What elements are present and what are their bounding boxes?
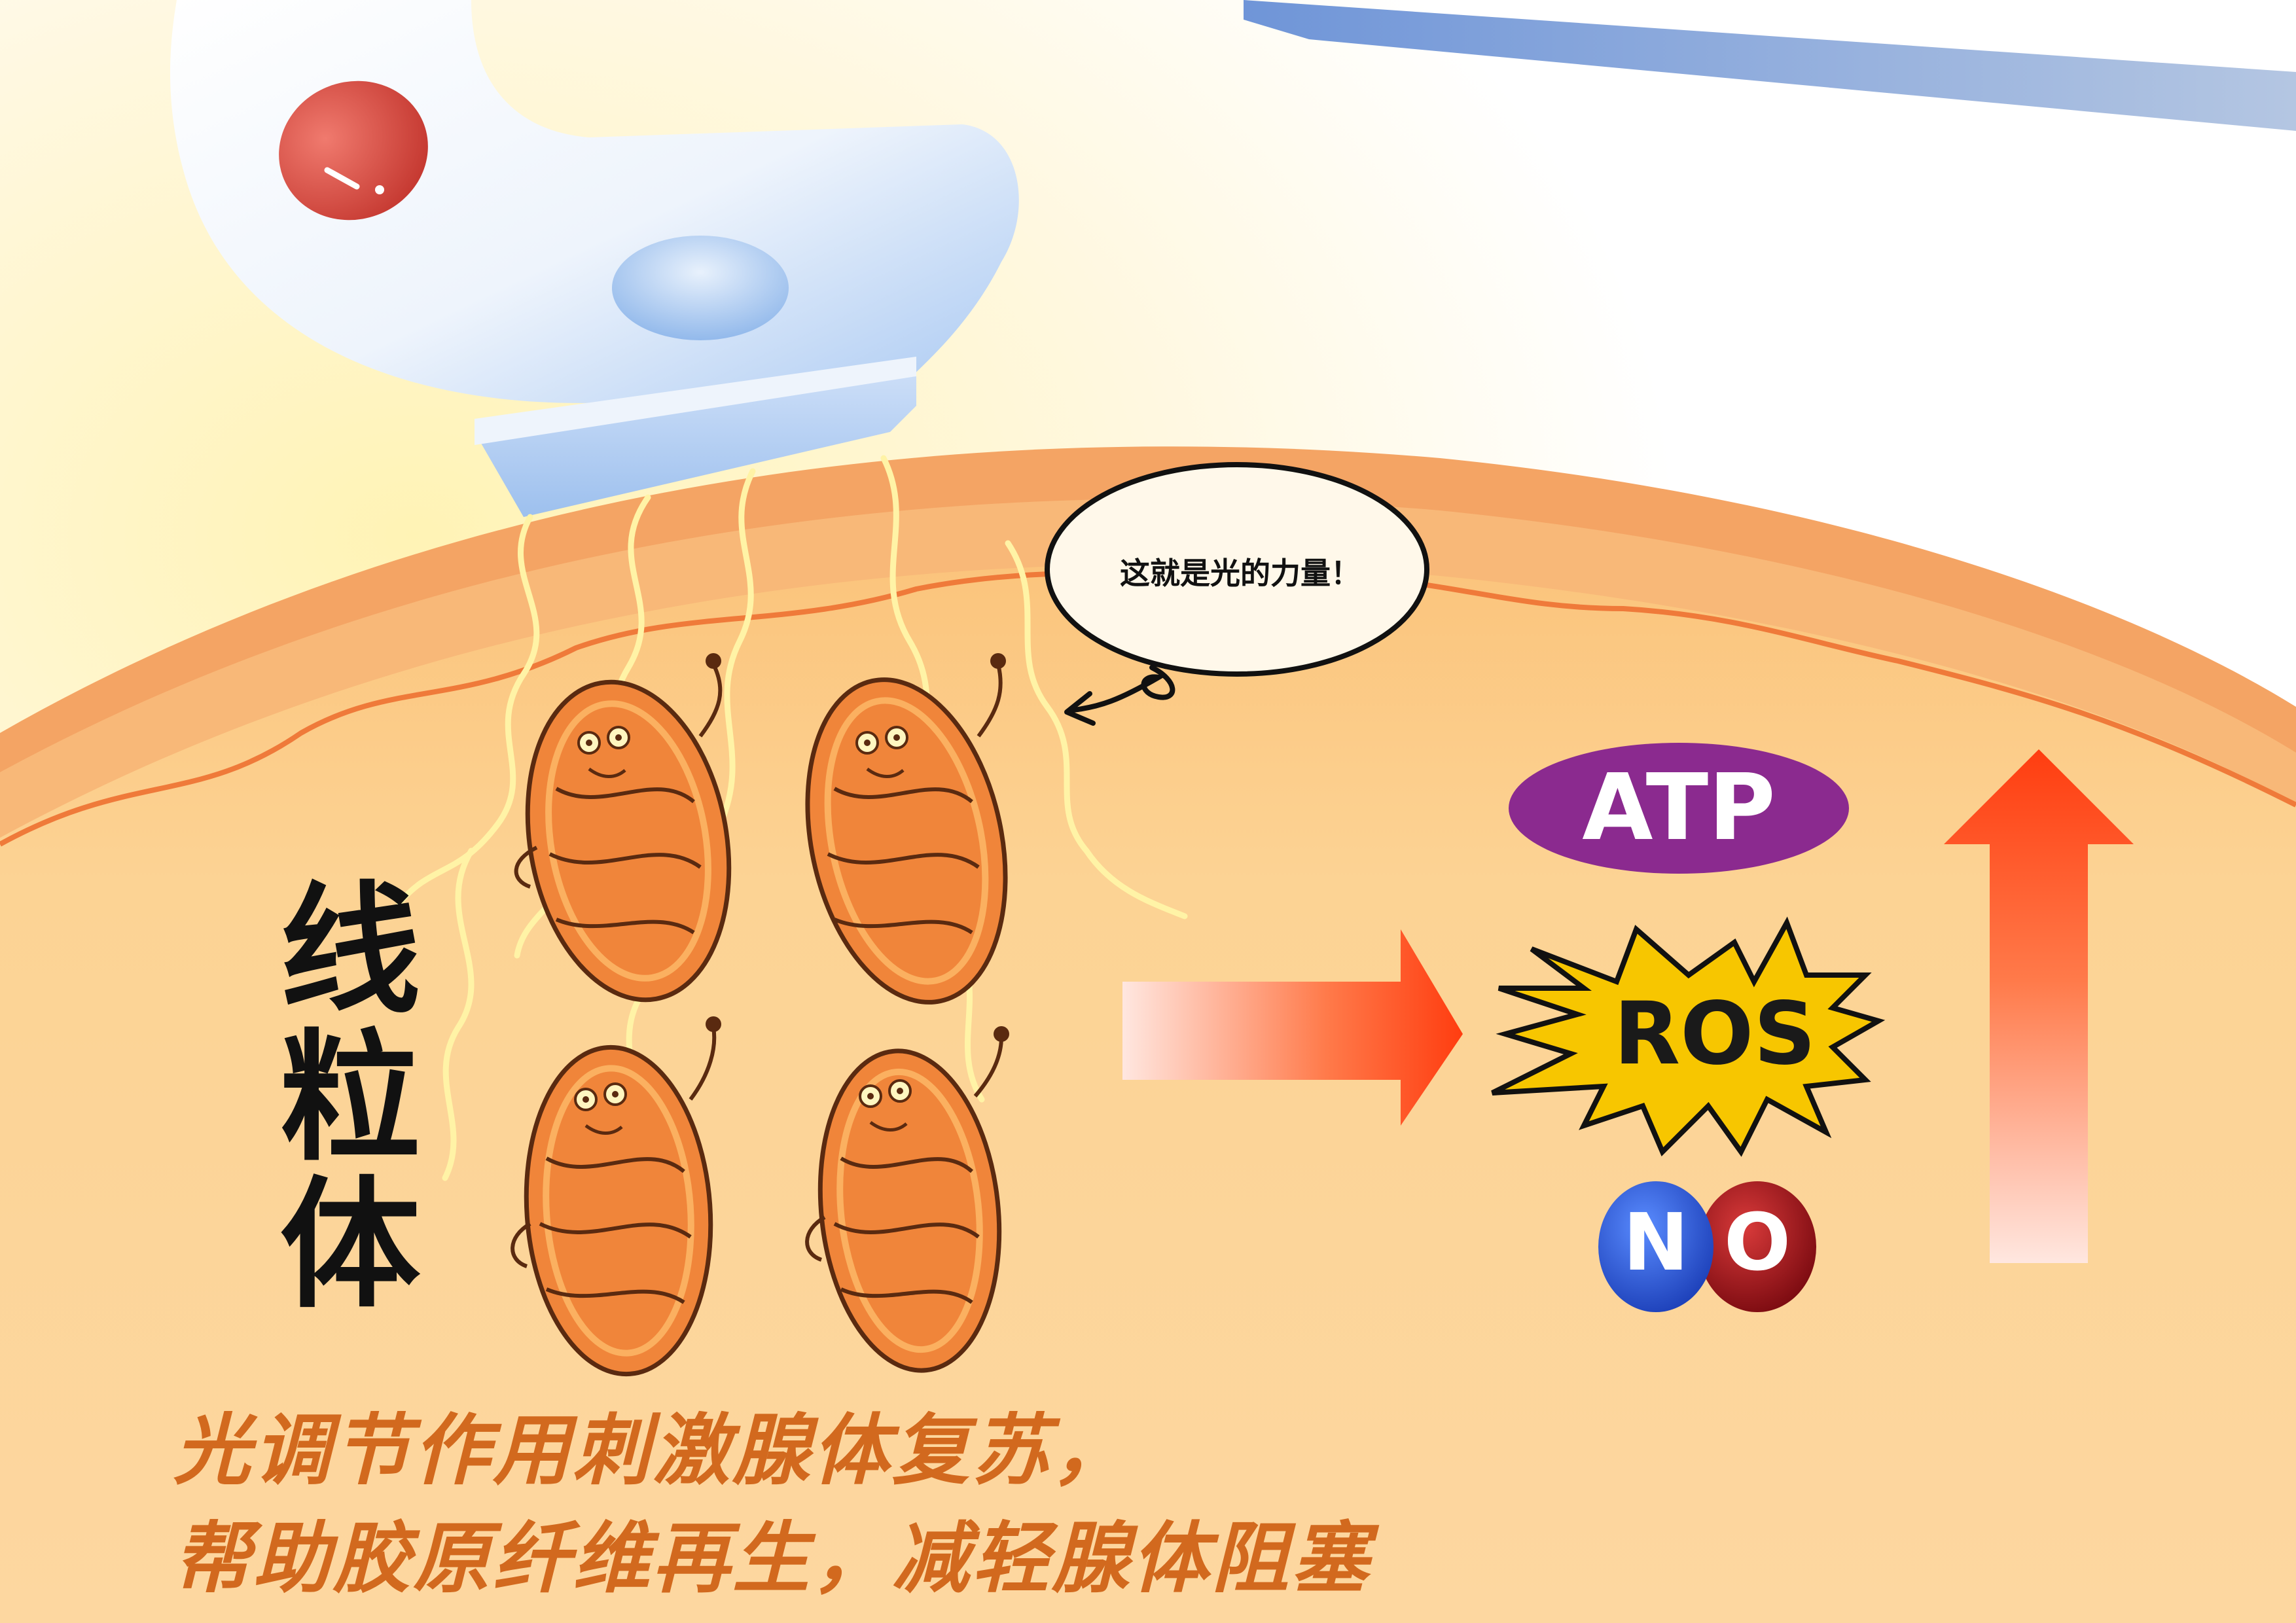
button-highlight [324,167,360,190]
mito-char-1: 线 [279,868,421,1033]
ros-starburst [1491,916,1886,1157]
device-handle [1244,0,2296,131]
oxygen-atom [1698,1181,1816,1312]
no-molecule [1598,1181,1816,1312]
nitrogen-atom [1598,1181,1713,1312]
right-arrow [1122,929,1463,1126]
ros-label: ROS [1613,984,1816,1084]
device-red-button [279,80,428,221]
mitochondrion-4 [805,1026,1009,1373]
atp-ellipse [1509,743,1849,874]
speech-bubble-text: 这就是光的力量！ [1120,556,1361,591]
device-head-top [475,357,916,445]
up-arrow [1944,749,2134,1263]
caption-line-2: 帮助胶原纤维再生，减轻腺体阻塞 [173,1513,1372,1603]
mito-char-2: 粒 [279,1016,421,1180]
mitochondrion-2 [805,653,1008,1005]
atp-label: ATP [1582,755,1776,861]
light-therapy-device [170,0,2296,517]
caption-line-1: 光调节作用刺激腺体复苏， [173,1405,1132,1495]
oxygen-label: O [1723,1198,1791,1289]
button-highlight-dot [375,185,384,194]
bubble-tail-arrow [1071,665,1175,713]
mitochondrion-3 [511,1016,721,1377]
mitochondria-label: 线 粒 体 [252,877,448,1319]
mito-char-3: 体 [279,1163,421,1327]
device-blue-button [612,236,789,340]
nitrogen-label: N [1623,1198,1689,1289]
speech-bubble [1045,462,1429,726]
mitochondrion-1 [514,653,732,1003]
device-head [475,363,916,517]
